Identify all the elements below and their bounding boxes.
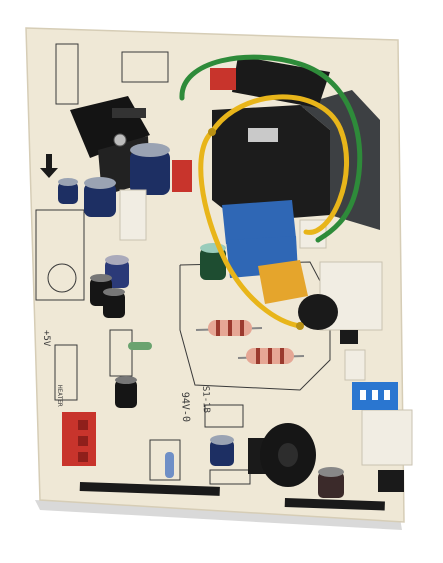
white-connector-right-small xyxy=(344,349,366,381)
orange-capacitor xyxy=(258,260,308,304)
buzzer xyxy=(248,423,316,487)
board-shadow xyxy=(35,500,402,530)
capacitor-bottom-right xyxy=(318,467,344,498)
relay xyxy=(212,90,380,230)
power-resistor-1 xyxy=(195,320,263,336)
silkscreen-dc-label: +5V xyxy=(41,330,51,347)
edge-strip-right xyxy=(284,498,385,511)
blue-connector xyxy=(352,382,398,410)
capacitor-small-1 xyxy=(58,178,78,204)
small-resistor-green xyxy=(128,342,152,350)
power-resistor-2 xyxy=(237,348,305,364)
red-connector-left xyxy=(62,412,96,466)
yellow-wire xyxy=(198,94,350,329)
white-connector-bottom xyxy=(361,409,413,466)
black-connector-top xyxy=(232,56,330,108)
green-wire xyxy=(179,54,363,243)
red-connector-mid xyxy=(172,160,192,192)
edge-strip-left xyxy=(79,482,220,496)
capacitor-lower xyxy=(210,435,234,466)
yellow-wire-terminal-2 xyxy=(208,128,216,136)
transistor xyxy=(340,330,358,344)
yellow-wire-terminal-1 xyxy=(296,322,304,330)
red-connector-top xyxy=(210,68,236,90)
silkscreen-traces xyxy=(35,43,331,485)
x2-capacitor-1 xyxy=(222,200,296,244)
silkscreen-cert: 94V-0 xyxy=(179,392,191,422)
black-connector-bottom xyxy=(378,470,404,492)
small-resistor-blue xyxy=(165,452,174,478)
silkscreen-code: S1-1B xyxy=(200,386,211,413)
arrow-mark xyxy=(40,154,58,178)
white-connector-left xyxy=(119,189,147,241)
white-connector-right-large xyxy=(319,261,383,331)
capacitor-small-4 xyxy=(103,288,125,318)
capacitor-large xyxy=(130,143,170,195)
inductor xyxy=(298,294,338,330)
capacitor-medium xyxy=(84,177,116,217)
silkscreen-heater-label: HEATER xyxy=(56,385,63,407)
capacitor-mid-board xyxy=(115,376,137,408)
